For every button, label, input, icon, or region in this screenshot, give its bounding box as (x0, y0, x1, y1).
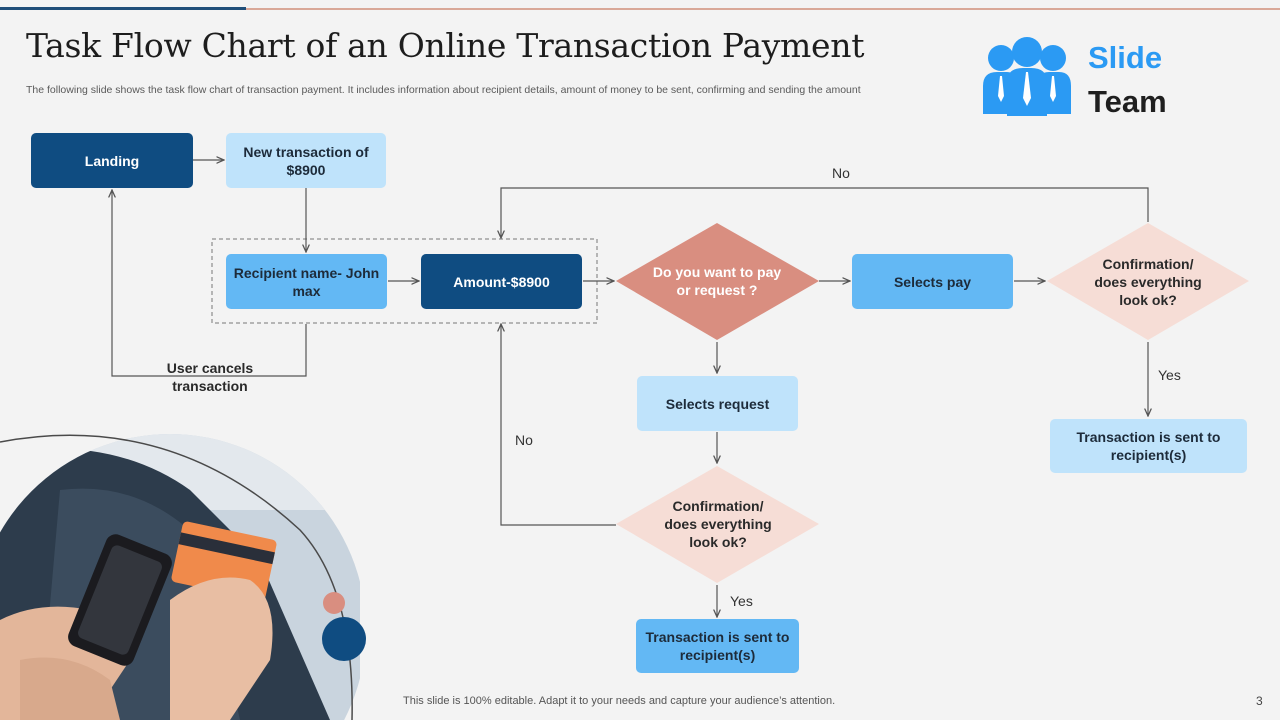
node-new-transaction: New transaction of $8900 (226, 133, 386, 188)
decision-diamond-confirm-top (1047, 223, 1249, 340)
arrow-confirm-top-no-loop (501, 187, 1149, 238)
node-user-cancels: User cancels transaction (166, 360, 254, 394)
edge-label-no-mid: No (515, 432, 533, 448)
arrow-cancel-to-landing (112, 190, 307, 377)
footer-note: This slide is 100% editable. Adapt it to… (403, 695, 836, 707)
hand-holding-phone-and-card-image (0, 434, 360, 720)
node-selects-pay: Selects pay (852, 254, 1013, 309)
arrow-confirm-bottom-no-loop (501, 324, 616, 526)
top-divider-line (246, 8, 1280, 10)
decision-diamond-confirm-bottom (616, 466, 819, 583)
node-amount: Amount-$8900 (421, 254, 582, 309)
decision-label-confirm-bottom: Confirmation/ does everything look ok? (664, 498, 772, 550)
top-accent-bar (0, 7, 246, 10)
node-selects-request: Selects request (637, 376, 798, 431)
slide-title: Task Flow Chart of an Online Transaction… (26, 26, 865, 65)
decision-label-confirm-top: Confirmation/ does everything look ok? (1094, 256, 1202, 308)
node-transaction-sent-top: Transaction is sent to recipient(s) (1050, 419, 1247, 473)
edge-label-yes-bottom: Yes (730, 593, 753, 609)
node-landing: Landing (31, 133, 193, 188)
slideteam-logo-icon (983, 37, 1071, 116)
logo-text-team: Team (1088, 84, 1167, 119)
node-transaction-sent-bottom: Transaction is sent to recipient(s) (636, 619, 799, 673)
edge-label-yes-right: Yes (1158, 367, 1181, 383)
edge-label-no-top: No (832, 165, 850, 181)
logo-text-slide: Slide (1088, 40, 1163, 75)
slide-subtitle: The following slide shows the task flow … (26, 84, 861, 96)
decorative-dots (322, 592, 366, 661)
node-recipient: Recipient name- John max (226, 254, 387, 309)
decision-diamond-pay-or-request (616, 223, 819, 340)
page-number: 3 (1256, 694, 1263, 708)
decision-label-pay-or-request: Do you want to pay or request ? (652, 264, 782, 298)
